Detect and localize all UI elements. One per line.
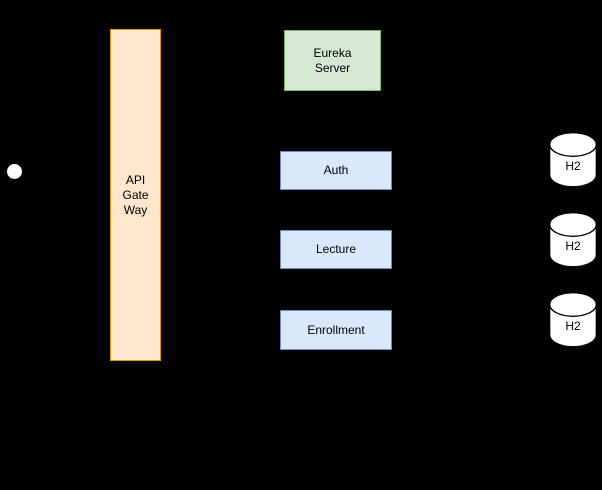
- auth-service-node: Auth: [280, 151, 392, 190]
- api-gateway-label: API Gate Way: [122, 172, 149, 217]
- h2-database-node: H2: [549, 132, 597, 188]
- eureka-server-label: Eureka Server: [313, 45, 352, 75]
- h2-database-label: H2: [565, 159, 581, 173]
- database-cylinder-icon: [549, 132, 597, 188]
- lecture-service-node: Lecture: [280, 230, 392, 269]
- enrollment-service-node: Enrollment: [280, 310, 392, 350]
- enrollment-service-label: Enrollment: [307, 322, 365, 337]
- client-node-icon: [7, 164, 22, 179]
- lecture-service-label: Lecture: [315, 242, 357, 256]
- h2-database-node: H2: [549, 292, 597, 348]
- api-gateway-node: API Gate Way: [110, 29, 161, 361]
- database-cylinder-icon: [549, 212, 597, 268]
- h2-database-node: H2: [549, 212, 597, 268]
- h2-database-label: H2: [565, 239, 581, 253]
- database-cylinder-icon: [549, 292, 597, 348]
- h2-database-label: H2: [565, 319, 581, 333]
- eureka-server-node: Eureka Server: [284, 30, 381, 91]
- auth-service-label: Auth: [323, 163, 349, 177]
